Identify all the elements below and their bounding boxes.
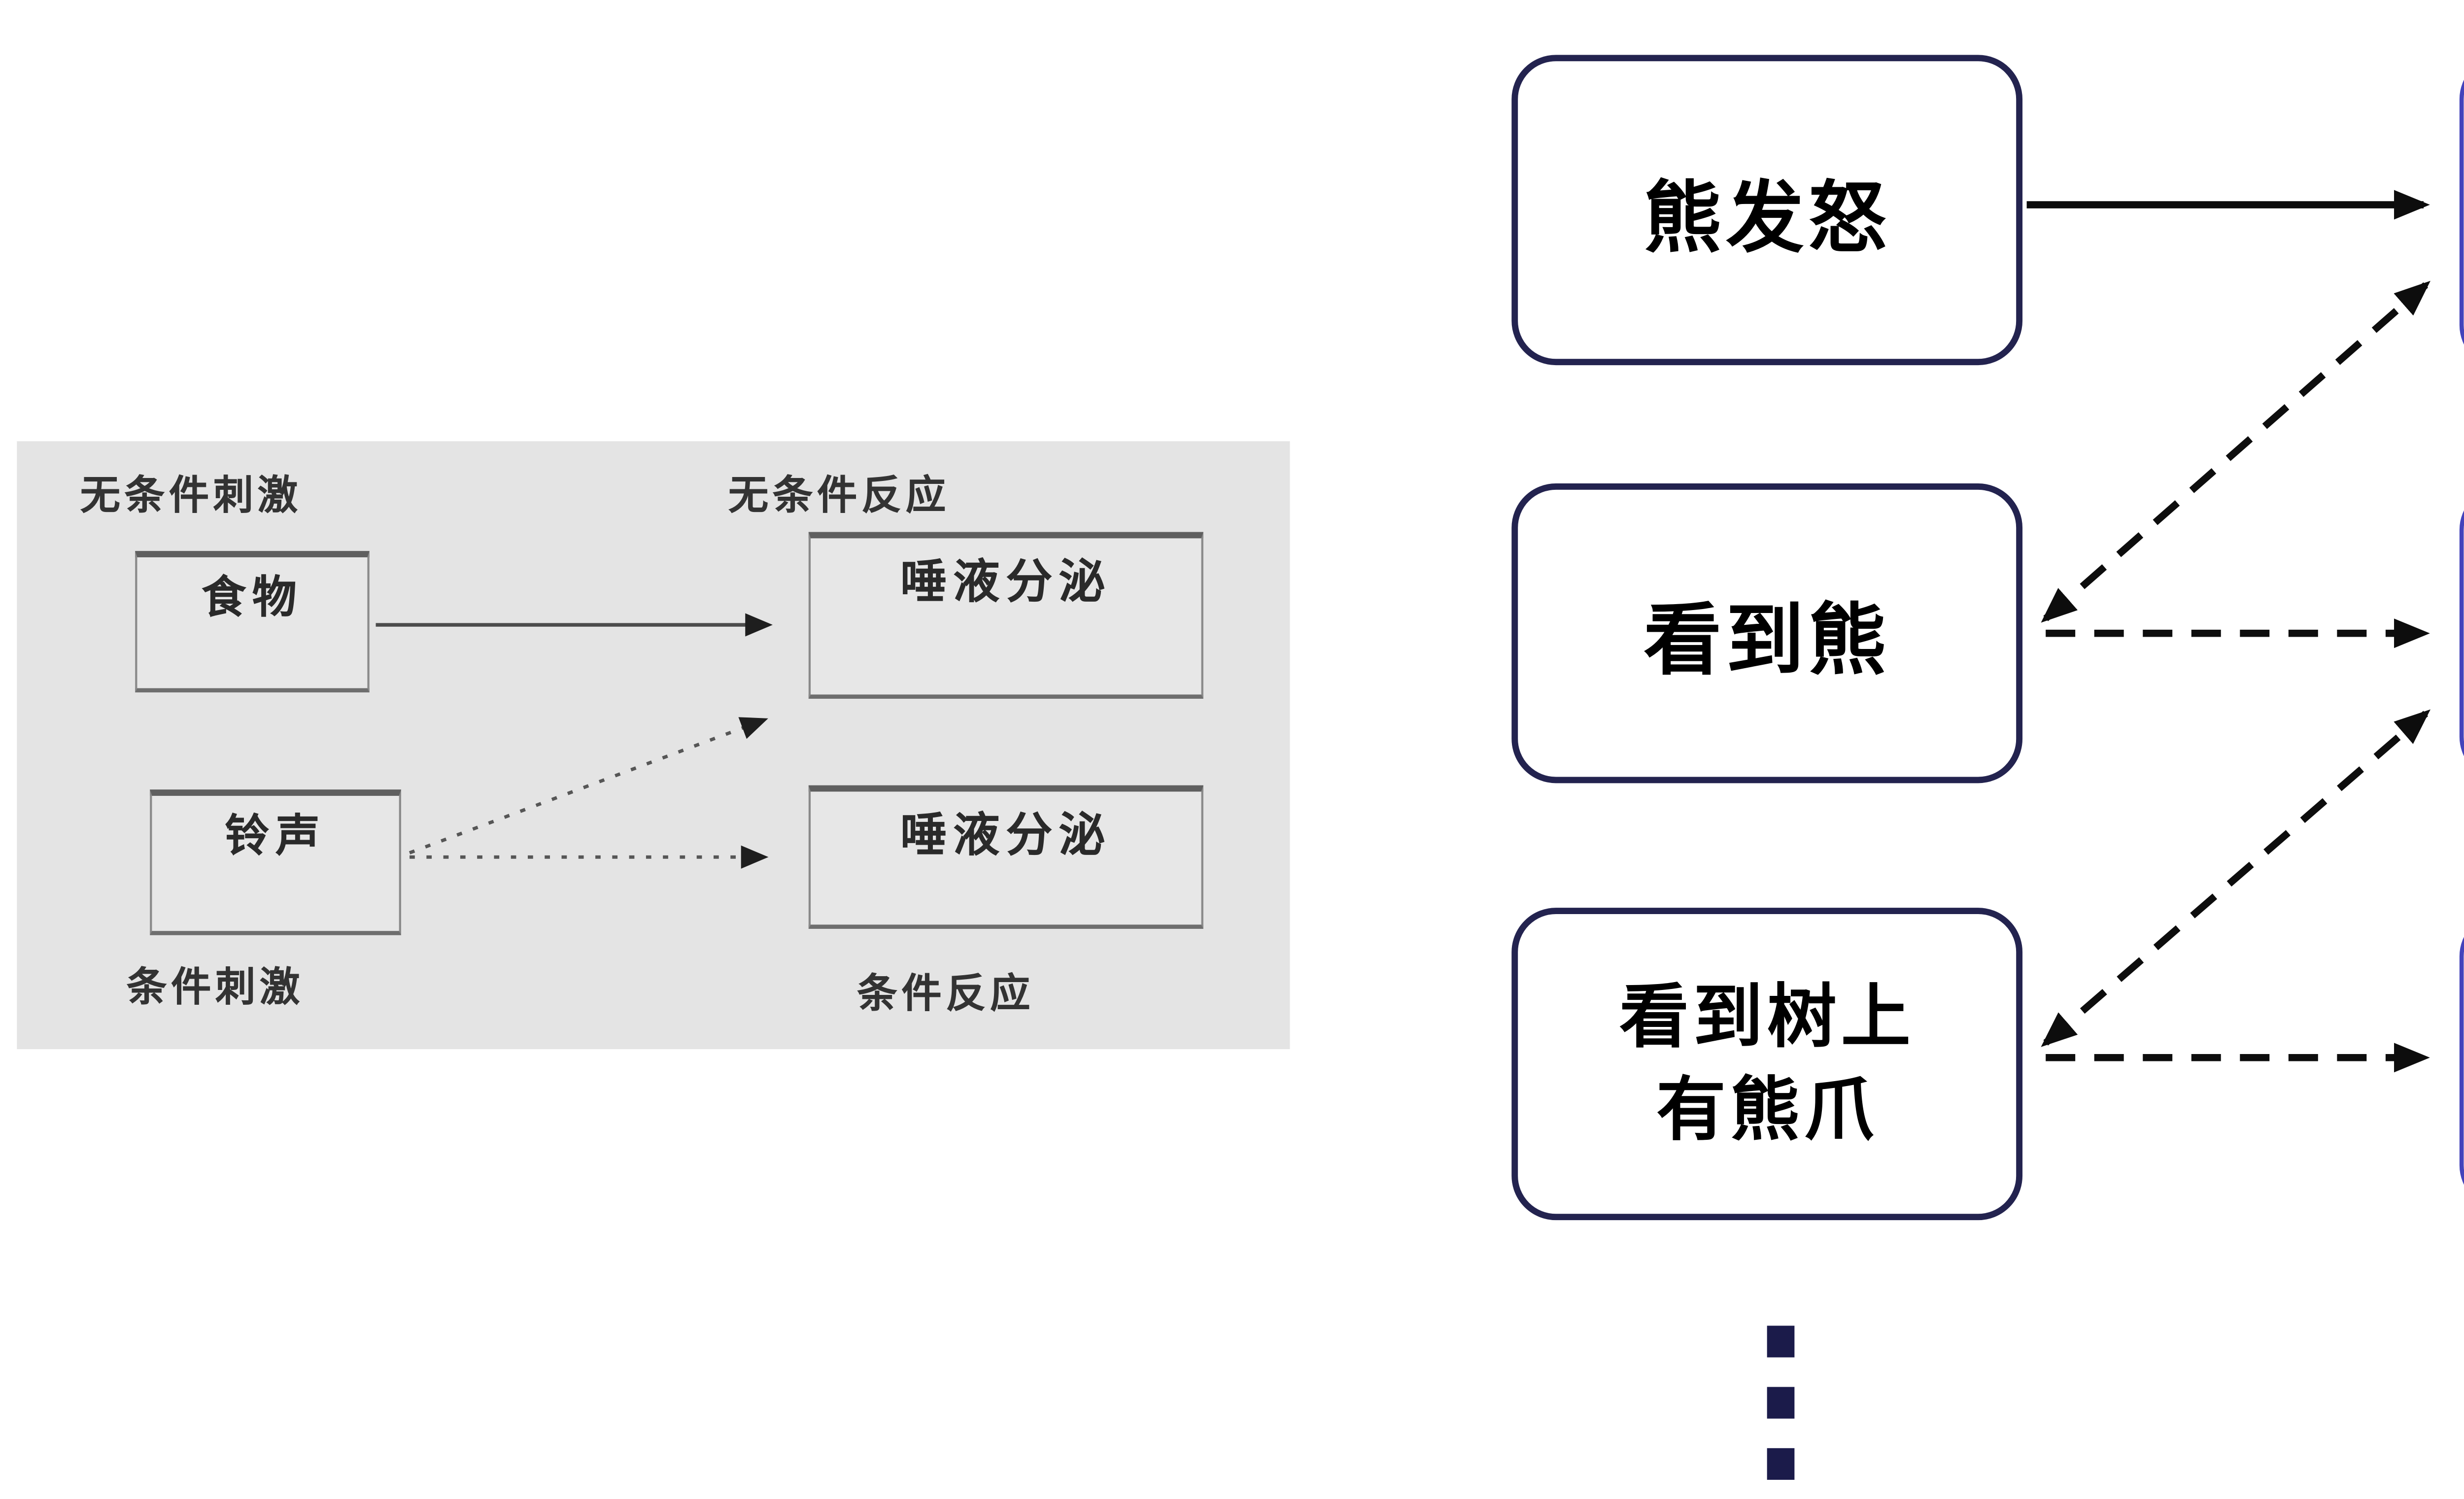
label-unconditioned-stimulus: 无条件刺激 <box>80 475 302 519</box>
label-conditioned-stimulus: 条件刺激 <box>127 967 304 1012</box>
node-saliva-top: 唾液分泌 <box>808 532 1203 699</box>
node-bell-label: 铃声 <box>225 813 326 861</box>
node-bear-angry: 熊发怒 <box>1511 55 2023 366</box>
node-saliva-top-label: 唾液分泌 <box>900 555 1112 608</box>
ellipsis-left-dot <box>1767 1387 1795 1419</box>
node-v-current: V(s) <box>2459 912 2464 1210</box>
node-food: 食物 <box>135 551 370 693</box>
conditioning-panel: 无条件刺激 无条件反应 条件刺激 条件反应 食物 唾液分泌 铃声 唾液分泌 <box>17 441 1290 1050</box>
edge-see-bear-to-reward-dashed <box>2041 280 2430 623</box>
node-see-bear: 看到熊 <box>1511 483 2023 784</box>
label-conditioned-response: 条件反应 <box>857 973 1035 1018</box>
edge-see-claw-to-v-next-dashed <box>2041 709 2431 1047</box>
node-food-label: 食物 <box>202 574 303 623</box>
node-bear-angry-label: 熊发怒 <box>1643 174 1891 261</box>
ellipsis-left-dot <box>1767 1326 1795 1358</box>
node-see-claw: 看到树上 有熊爪 <box>1511 908 2023 1221</box>
node-see-claw-label: 看到树上 有熊爪 <box>1619 978 1915 1149</box>
label-unconditioned-response: 无条件反应 <box>728 475 950 519</box>
ellipsis-left-dot <box>1767 1448 1795 1480</box>
node-saliva-bottom-label: 唾液分泌 <box>900 808 1112 861</box>
node-saliva-bottom: 唾液分泌 <box>808 785 1203 929</box>
node-v-next: V(s′) <box>2459 485 2464 782</box>
node-bell: 铃声 <box>150 789 401 935</box>
node-reward: 奖励 <box>2459 55 2464 370</box>
node-see-bear-label: 看到熊 <box>1643 597 1891 684</box>
